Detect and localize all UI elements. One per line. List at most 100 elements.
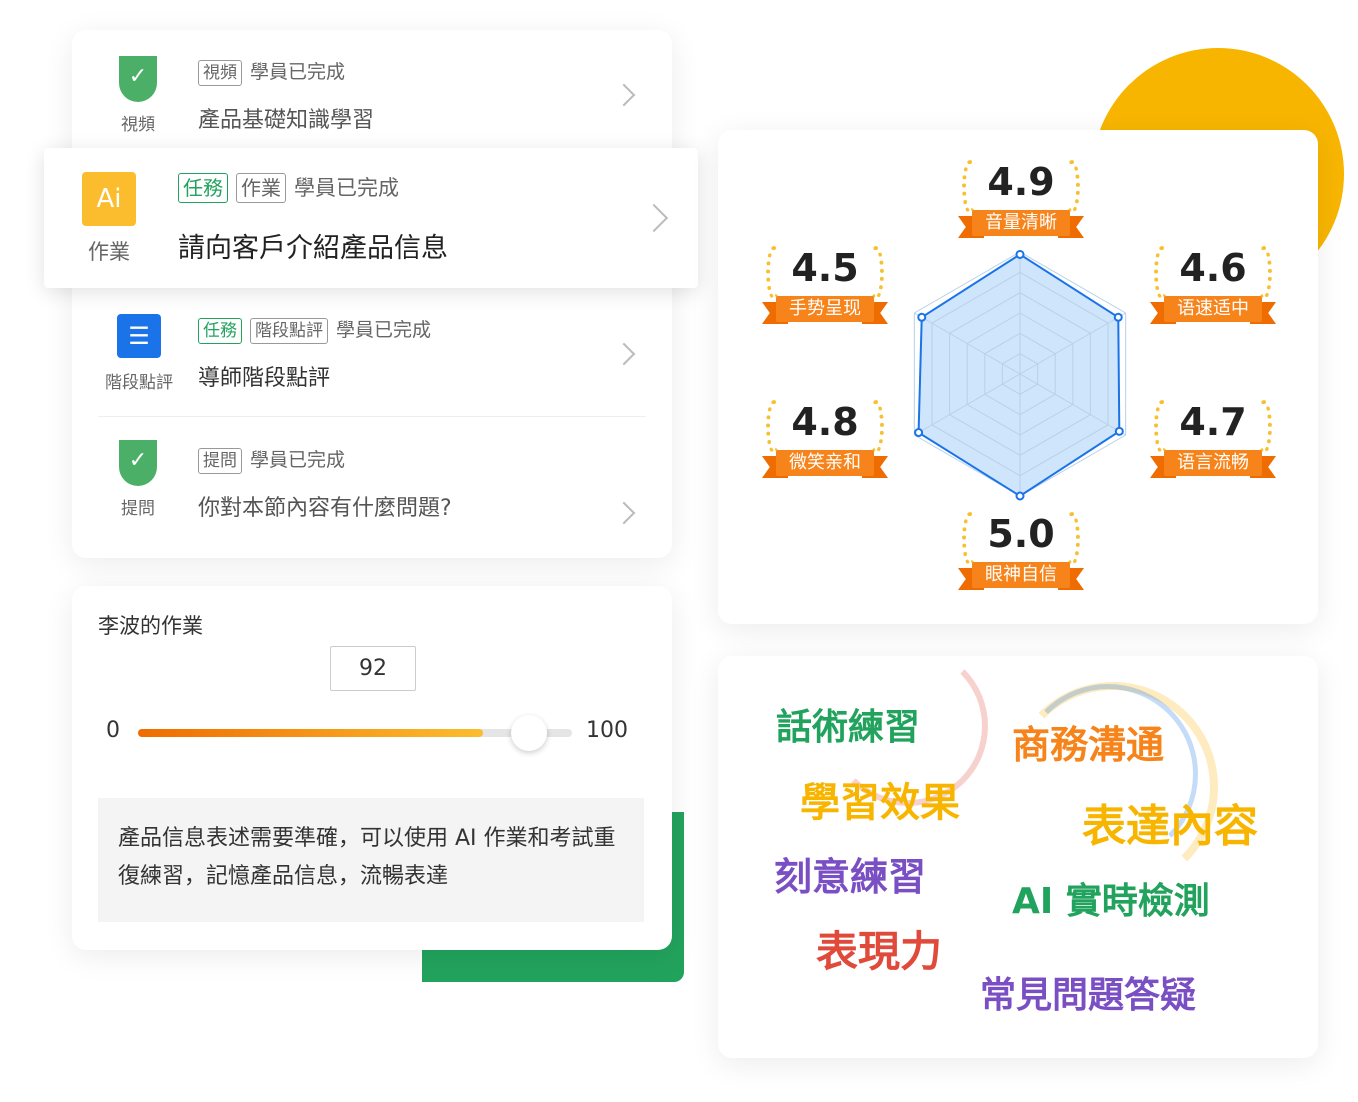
task-status: 學員已完成 — [250, 61, 346, 83]
score-badge: 4.7 语言流畅 — [1150, 398, 1276, 490]
score-value: 4.9 — [987, 160, 1055, 204]
task-item-ai-homework[interactable]: Ai 作業 任務作業學員已完成 請向客戶介紹產品信息 — [44, 148, 698, 288]
radar-area — [918, 254, 1120, 496]
task-title: 導師階段點評 — [198, 366, 331, 391]
radar-axis-line — [1019, 373, 1126, 436]
laurel-icon — [766, 246, 782, 300]
chevron-right-icon — [612, 501, 636, 525]
ai-icon: Ai — [82, 172, 136, 226]
ribbon: 音量清晰 — [958, 210, 1084, 238]
radar-point — [1015, 491, 1025, 501]
radar-axis-line — [914, 312, 1021, 375]
sliders-icon: ☰ — [117, 314, 161, 358]
laurel-icon — [1154, 400, 1170, 454]
slider-fill — [138, 729, 483, 737]
task-tag: 作業 — [236, 173, 286, 203]
score-input[interactable]: 92 — [330, 646, 416, 691]
slider-max-label: 100 — [586, 718, 628, 743]
laurel-icon — [1256, 400, 1272, 454]
word-cloud-item: 商務溝通 — [1012, 723, 1165, 767]
word-cloud-item: AI 實時檢測 — [1012, 881, 1210, 922]
score-badge: 5.0 眼神自信 — [958, 510, 1084, 602]
decorative-arc — [1018, 684, 1198, 864]
divider — [98, 416, 646, 417]
task-tag: 任務 — [178, 173, 228, 203]
task-tag: 階段點評 — [250, 318, 328, 344]
score-slider[interactable] — [138, 715, 572, 751]
task-item-stage-review[interactable]: ☰ 階段點評 任務階段點評學員已完成 導師階段點評 — [72, 288, 672, 416]
laurel-icon — [1064, 160, 1080, 214]
word-cloud-item: 表現力 — [816, 927, 943, 976]
task-tag: 視頻 — [198, 60, 242, 86]
score-label: 音量清晰 — [972, 210, 1070, 236]
radar-axis-line — [914, 373, 1021, 436]
decorative-arc — [828, 656, 988, 806]
score-badge: 4.8 微笑亲和 — [762, 398, 888, 490]
homework-card: 李波的作業 92 0 100 產品信息表述需要準確，可以使用 AI 作業和考試重… — [72, 586, 672, 950]
word-cloud-item: 刻意練習 — [774, 855, 927, 899]
task-icon-label: 視頻 — [121, 115, 155, 135]
ribbon: 微笑亲和 — [762, 450, 888, 478]
comment-box: 產品信息表述需要準確，可以使用 AI 作業和考試重復練習，記憶產品信息，流暢表達 — [98, 798, 644, 922]
score-label: 语言流畅 — [1164, 450, 1262, 476]
score-value: 4.6 — [1179, 246, 1247, 290]
slider-min-label: 0 — [106, 718, 120, 743]
task-status: 學員已完成 — [294, 176, 399, 200]
task-item-video[interactable]: ✓ 視頻 視頻學員已完成 產品基礎知識學習 — [72, 30, 672, 148]
score-value: 4.7 — [1179, 400, 1247, 444]
laurel-icon — [1064, 512, 1080, 566]
word-cloud-card: 話術練習 商務溝通 學習效果 表達內容 刻意練習 AI 實時檢測 表現力 常見問… — [718, 656, 1318, 1058]
word-cloud-item: 學習效果 — [800, 780, 960, 826]
radar-chart — [913, 249, 1127, 501]
radar-point — [1015, 249, 1025, 259]
score-label: 眼神自信 — [972, 562, 1070, 588]
task-title: 請向客戶介紹產品信息 — [178, 233, 448, 264]
laurel-icon — [1154, 246, 1170, 300]
chevron-right-icon — [639, 203, 669, 233]
radar-point — [1114, 426, 1124, 436]
radar-point — [914, 428, 924, 438]
task-icon-label: 提問 — [121, 499, 155, 519]
task-status: 學員已完成 — [250, 449, 346, 471]
chevron-right-icon — [612, 83, 636, 107]
word-cloud-item: 表達內容 — [1082, 801, 1258, 852]
word-cloud-item: 常見問題答疑 — [980, 975, 1197, 1016]
ribbon: 语言流畅 — [1150, 450, 1276, 478]
task-title: 產品基礎知識學習 — [198, 108, 375, 133]
ribbon: 眼神自信 — [958, 562, 1084, 590]
score-badge: 4.9 音量清晰 — [958, 158, 1084, 250]
score-label: 微笑亲和 — [776, 450, 874, 476]
score-label: 语速适中 — [1164, 296, 1262, 322]
laurel-icon — [1256, 246, 1272, 300]
radar-point — [917, 312, 927, 322]
task-item-question[interactable]: ✓ 提問 提問學員已完成 你對本節內容有什麼問題? — [72, 418, 672, 558]
task-icon-label: 階段點評 — [105, 373, 173, 393]
shield-check-icon: ✓ — [119, 440, 157, 486]
score-value: 5.0 — [987, 512, 1055, 556]
score-badge: 4.5 手势呈现 — [762, 244, 888, 336]
score-badge: 4.6 语速适中 — [1150, 244, 1276, 336]
task-status: 學員已完成 — [336, 319, 432, 341]
slider-thumb[interactable] — [510, 715, 547, 751]
laurel-icon — [868, 246, 884, 300]
ribbon: 语速适中 — [1150, 296, 1276, 324]
score-value: 4.8 — [791, 400, 859, 444]
radar-axis-line — [1019, 312, 1126, 375]
homework-title: 李波的作業 — [98, 614, 203, 638]
word-cloud-item: 話術練習 — [776, 707, 921, 748]
laurel-icon — [766, 400, 782, 454]
ribbon: 手势呈现 — [762, 296, 888, 324]
radar-chart-card: 4.9 音量清晰 4.6 语速适中 4.7 语言流畅 5.0 眼神自信 4.8 … — [718, 130, 1318, 624]
task-tag: 任務 — [198, 318, 242, 344]
chevron-right-icon — [612, 342, 636, 366]
laurel-icon — [962, 160, 978, 214]
laurel-icon — [962, 512, 978, 566]
radar-point — [1113, 312, 1123, 322]
score-label: 手势呈现 — [776, 296, 874, 322]
task-title: 你對本節內容有什麼問題? — [198, 496, 452, 521]
laurel-icon — [868, 400, 884, 454]
shield-check-icon: ✓ — [119, 56, 157, 102]
score-value: 4.5 — [791, 246, 859, 290]
task-tag: 提問 — [198, 448, 242, 474]
task-list-card: ✓ 視頻 視頻學員已完成 產品基礎知識學習 ☰ 階段點評 任務階段點評學員已完成… — [72, 30, 672, 558]
